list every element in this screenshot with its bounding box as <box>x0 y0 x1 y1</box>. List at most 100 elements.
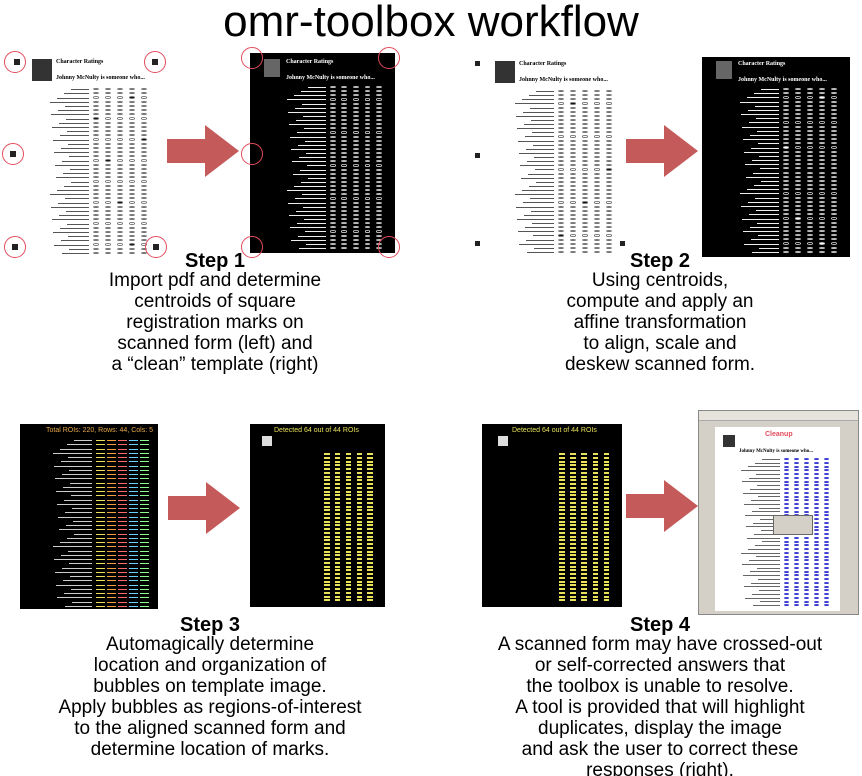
answer-bubble <box>324 569 330 572</box>
question-label-line <box>286 99 326 101</box>
answer-bubble <box>807 221 813 224</box>
correction-dialog[interactable] <box>773 515 813 535</box>
answer-bubble <box>356 453 363 455</box>
question-label-line <box>756 210 780 212</box>
answer-bubble <box>329 197 336 200</box>
answer-bubble <box>329 218 336 221</box>
cleanup-window[interactable]: Cleanup Johnny McNulty is someone who... <box>698 410 859 615</box>
answer-bubble <box>140 130 147 133</box>
answer-bubble <box>581 147 588 150</box>
answer-bubble <box>364 205 371 208</box>
answer-bubble <box>605 110 612 113</box>
answer-bubble <box>813 506 819 509</box>
answer-bubble <box>592 528 599 530</box>
answer-bubble <box>329 152 336 155</box>
question-label-line <box>72 520 92 522</box>
question-label-line <box>535 596 555 597</box>
answer-bubble <box>116 214 123 217</box>
answer-bubble <box>559 509 565 512</box>
answer-bubble <box>830 225 837 228</box>
answer-bubble <box>570 475 576 478</box>
question-label-line <box>49 194 89 196</box>
answer-bubble <box>783 596 789 599</box>
answer-bubble <box>95 516 105 518</box>
answer-bubble <box>324 483 330 485</box>
question-label-line <box>528 600 555 601</box>
question-label-line <box>293 186 326 188</box>
question-label-line <box>69 168 89 170</box>
question-label-line <box>532 480 555 481</box>
answer-bubble <box>559 546 565 549</box>
question-label-line <box>520 510 555 511</box>
answer-bubble <box>335 453 341 455</box>
answer-bubble <box>116 172 123 175</box>
answer-bubble <box>783 213 790 216</box>
answer-bubble <box>605 180 612 183</box>
answer-bubble <box>783 566 789 569</box>
step-4-line: and ask the user to correct these <box>521 739 799 760</box>
answer-bubble <box>116 121 123 124</box>
arrow-shape <box>167 125 239 177</box>
answer-bubble <box>559 576 565 579</box>
answer-bubble <box>117 512 127 514</box>
question-label-line <box>289 555 320 556</box>
answer-bubble <box>570 490 576 493</box>
answer-bubble <box>117 542 127 544</box>
answer-bubble <box>345 576 352 579</box>
answer-bubble <box>605 189 612 192</box>
answer-bubble <box>783 142 790 145</box>
question-label-line <box>750 500 780 502</box>
detected-roi-image: Detected 64 out of 44 ROIs <box>482 424 622 607</box>
answer-bubble <box>345 471 352 474</box>
answer-bubble <box>813 525 819 528</box>
answer-bubble <box>95 465 105 467</box>
answer-bubble <box>116 96 123 99</box>
question-label-line <box>49 101 89 103</box>
answer-bubble <box>593 160 600 163</box>
answer-bubble <box>605 123 612 126</box>
answer-bubble <box>603 453 610 455</box>
answer-bubble <box>557 209 564 212</box>
arrow-shape <box>168 482 240 534</box>
answer-bubble <box>603 573 610 575</box>
answer-bubble <box>581 543 587 545</box>
answer-bubble <box>593 164 600 167</box>
answer-bubble <box>128 235 135 238</box>
answer-bubble <box>813 529 819 532</box>
answer-bubble <box>605 201 612 204</box>
answer-bubble <box>581 546 587 549</box>
answer-bubble <box>117 452 127 454</box>
answer-bubble <box>581 222 588 225</box>
answer-bubble <box>356 554 363 557</box>
answer-bubble <box>569 147 576 150</box>
answer-bubble <box>345 573 352 575</box>
answer-bubble <box>345 535 352 538</box>
answer-bubble <box>593 90 600 93</box>
answer-bubble <box>581 486 587 489</box>
answer-bubble <box>795 242 802 245</box>
answer-bubble <box>140 151 147 154</box>
answer-bubble <box>793 469 799 472</box>
answer-bubble <box>367 528 373 530</box>
answer-bubble <box>557 147 564 150</box>
answer-bubble <box>593 94 600 97</box>
answer-bubble <box>818 204 825 208</box>
answer-bubble <box>106 478 116 480</box>
answer-bubble <box>593 222 600 225</box>
answer-bubble <box>129 444 138 446</box>
answer-bubble <box>593 242 600 245</box>
answer-bubble <box>592 584 599 587</box>
answer-bubble <box>329 201 336 204</box>
answer-bubble <box>795 158 802 162</box>
answer-bubble <box>569 176 576 179</box>
answer-bubble <box>803 506 809 509</box>
question-label-line <box>756 485 780 487</box>
answer-bubble <box>818 167 825 170</box>
question-label-line <box>66 444 92 446</box>
answer-bubble <box>364 246 371 249</box>
question-label-line <box>287 533 320 534</box>
answer-bubble <box>367 599 373 602</box>
answer-bubble <box>341 238 348 241</box>
answer-bubble <box>783 585 789 588</box>
question-label-line <box>66 131 89 133</box>
